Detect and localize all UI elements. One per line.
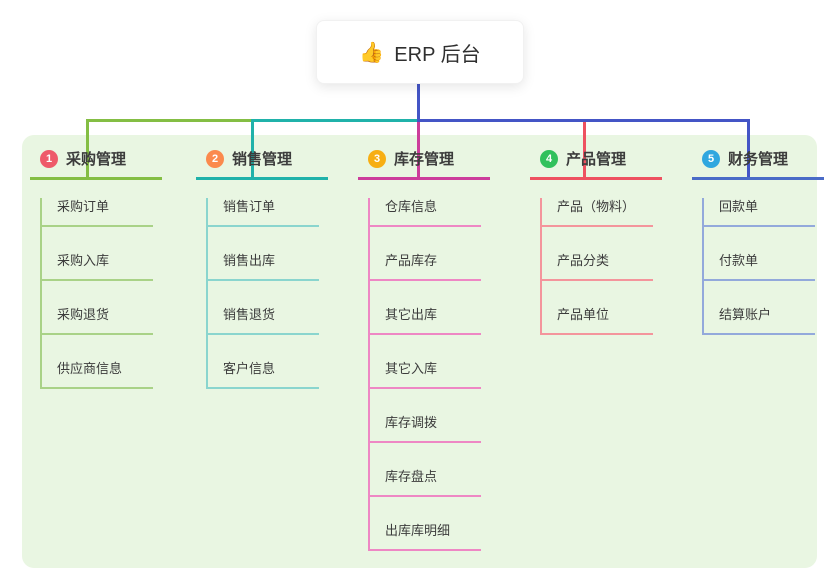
root-stem-connector	[417, 82, 420, 122]
branch-inventory-management: 3 库存管理 仓库信息产品库存其它出库其它入库库存调拨库存盘点出库库明细	[358, 146, 490, 551]
branch-children: 产品（物料） 产品分类产品单位	[540, 198, 662, 335]
branch-label: 财务管理	[728, 151, 789, 168]
branch-number-badge: 5	[702, 149, 720, 168]
child-topic[interactable]: 供应商信息	[42, 360, 153, 389]
child-topic[interactable]: 其它出库	[370, 306, 481, 335]
child-topic[interactable]: 采购退货	[42, 306, 153, 335]
branch-purchase-management: 1 采购管理 采购订单采购入库采购退货供应商信息	[30, 146, 162, 389]
branch-label: 库存管理	[394, 151, 455, 168]
thumbs-up-icon: 👍	[359, 41, 385, 64]
branch-sales-management: 2 销售管理 销售订单销售出库销售退货客户信息	[196, 146, 328, 389]
child-topic[interactable]: 产品分类	[542, 252, 653, 281]
child-topic[interactable]: 产品单位	[542, 306, 653, 335]
branch-number-badge: 4	[540, 149, 558, 168]
child-topic[interactable]: 客户信息	[208, 360, 319, 389]
branch-children: 采购订单采购入库采购退货供应商信息	[40, 198, 162, 389]
bus-segment-teal	[251, 119, 419, 122]
child-topic[interactable]: 结算账户	[704, 306, 815, 335]
root-node[interactable]: 👍 ERP 后台	[316, 20, 524, 84]
branch-label: 销售管理	[232, 151, 293, 168]
child-topic[interactable]: 采购订单	[42, 198, 153, 227]
drop-connector-product	[583, 122, 586, 178]
branch-topic[interactable]: 1 采购管理	[30, 146, 162, 180]
child-topic[interactable]: 付款单	[704, 252, 815, 281]
root-node-label: ERP 后台	[394, 43, 481, 66]
branch-product-management: 4 产品管理 产品（物料） 产品分类产品单位	[530, 146, 662, 335]
child-topic[interactable]: 库存盘点	[370, 468, 481, 497]
child-topic[interactable]: 产品库存	[370, 252, 481, 281]
drop-connector-inventory	[417, 122, 420, 178]
child-topic[interactable]: 库存调拨	[370, 414, 481, 443]
branch-topic[interactable]: 2 销售管理	[196, 146, 328, 180]
branch-label: 采购管理	[66, 151, 127, 168]
child-topic[interactable]: 销售出库	[208, 252, 319, 281]
child-topic[interactable]: 出库库明细	[370, 522, 481, 551]
child-topic[interactable]: 仓库信息	[370, 198, 481, 227]
drop-connector-sales	[251, 119, 254, 178]
child-topic[interactable]: 销售订单	[208, 198, 319, 227]
branch-topic[interactable]: 3 库存管理	[358, 146, 490, 180]
child-topic[interactable]: 采购入库	[42, 252, 153, 281]
branch-number-badge: 1	[40, 149, 58, 168]
child-topic[interactable]: 回款单	[704, 198, 815, 227]
branch-topic[interactable]: 5 财务管理	[692, 146, 824, 180]
child-topic[interactable]: 产品（物料）	[542, 198, 654, 227]
branch-children: 仓库信息产品库存其它出库其它入库库存调拨库存盘点出库库明细	[368, 198, 490, 551]
child-topic[interactable]: 其它入库	[370, 360, 481, 389]
bus-segment-green	[86, 119, 253, 122]
branch-children: 回款单付款单结算账户	[702, 198, 824, 335]
branch-number-badge: 2	[206, 149, 224, 168]
child-topic[interactable]: 销售退货	[208, 306, 319, 335]
branch-number-badge: 3	[368, 149, 386, 168]
branch-label: 产品管理	[566, 151, 627, 168]
drop-connector-finance	[747, 119, 750, 178]
branch-children: 销售订单销售出库销售退货客户信息	[206, 198, 328, 389]
bus-segment-blue	[417, 119, 750, 122]
branch-finance-management: 5 财务管理 回款单付款单结算账户	[692, 146, 824, 335]
branch-topic[interactable]: 4 产品管理	[530, 146, 662, 180]
drop-connector-purchase	[86, 119, 89, 178]
